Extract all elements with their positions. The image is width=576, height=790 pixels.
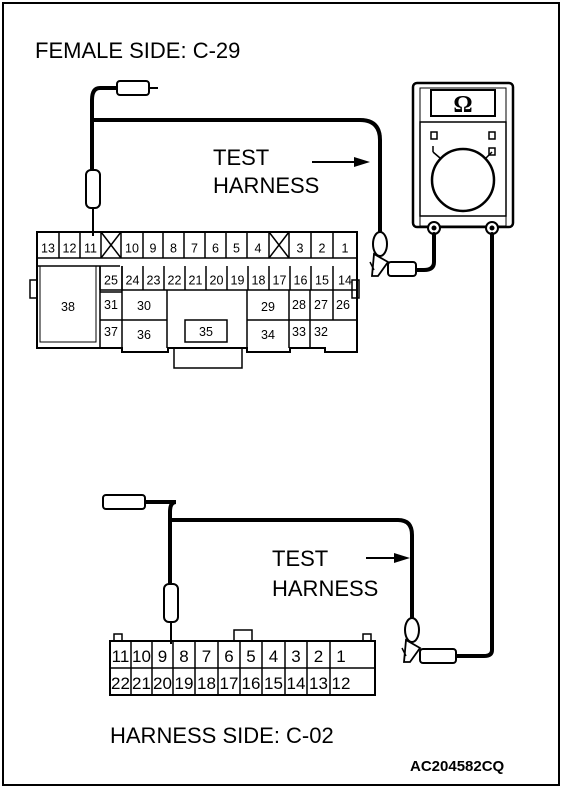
- pin-label: 12: [63, 241, 77, 255]
- pin-label: 14: [338, 274, 352, 288]
- pin-label: 10: [132, 647, 151, 666]
- test-harness-wires: [90, 86, 494, 658]
- pin-label: 8: [179, 647, 188, 666]
- pin-label: 28: [292, 298, 306, 312]
- pin-label: 8: [170, 241, 177, 255]
- pin-label: 21: [132, 674, 151, 693]
- pin-label: 35: [199, 325, 213, 339]
- pin-label: 29: [261, 300, 275, 314]
- pin-label: 36: [137, 328, 151, 342]
- pin-label: 9: [150, 241, 157, 255]
- pin-label: 18: [197, 674, 216, 693]
- figure-frame: [2, 2, 560, 786]
- pin-label: 1: [342, 241, 349, 255]
- pin-label: 7: [191, 241, 198, 255]
- pin-label: 24: [126, 274, 140, 288]
- pin-label: 26: [336, 298, 350, 312]
- pin-label: 4: [269, 647, 278, 666]
- pin-label: 38: [61, 300, 75, 314]
- pin-label: 19: [175, 674, 194, 693]
- test-harness-label-top-2: HARNESS: [213, 173, 319, 198]
- pin-label: 16: [242, 674, 261, 693]
- pin-label: 5: [233, 241, 240, 255]
- alligator-clip-icon: [401, 617, 457, 664]
- ohm-symbol: Ω: [453, 92, 472, 118]
- pin-label: 18: [252, 274, 266, 288]
- pin-label: 10: [125, 241, 139, 255]
- pin-label: 20: [210, 274, 224, 288]
- pin-label: 2: [314, 647, 323, 666]
- pin-label: 21: [189, 274, 203, 288]
- pin-label: 4: [255, 241, 262, 255]
- test-harness-label-top-1: TEST: [213, 145, 269, 170]
- figure-code: AC204582CQ: [410, 758, 505, 775]
- pin-label: 19: [231, 274, 245, 288]
- pin-label: 6: [224, 647, 233, 666]
- top-connector-title: FEMALE SIDE: C-29: [35, 38, 240, 63]
- bottom-connector-title: HARNESS SIDE: C-02: [110, 723, 334, 748]
- pin-label: 17: [273, 274, 287, 288]
- test-lead-tip-icon: [116, 80, 158, 96]
- pin-label: 9: [158, 647, 167, 666]
- pin-label: 11: [84, 241, 97, 255]
- pin-label: 33: [292, 325, 306, 339]
- pin-label: 22: [168, 274, 182, 288]
- pin-label: 12: [332, 674, 351, 693]
- test-harness-label-bottom-1: TEST: [272, 546, 328, 571]
- pin-label: 25: [104, 274, 118, 288]
- probe-pin-icon: [85, 169, 101, 236]
- pin-label: 23: [147, 274, 161, 288]
- pin-label: 3: [297, 241, 304, 255]
- pin-label: 1: [336, 647, 345, 666]
- pin-label: 6: [212, 241, 219, 255]
- pin-label: 32: [314, 325, 328, 339]
- pin-label: 2: [319, 241, 326, 255]
- test-lead-tip-icon: [102, 494, 150, 510]
- pin-label: 5: [246, 647, 255, 666]
- pin-label: 15: [264, 674, 283, 693]
- pin-label: 15: [315, 274, 329, 288]
- pin-label: 13: [41, 241, 55, 255]
- pin-label: 34: [261, 328, 275, 342]
- probe-pin-icon: [163, 583, 179, 644]
- alligator-clip-icon: [369, 231, 417, 277]
- pin-label: 3: [291, 647, 300, 666]
- pin-label: 11: [112, 647, 130, 666]
- pin-label: 14: [287, 674, 306, 693]
- pin-label: 37: [104, 325, 118, 339]
- pin-label: 16: [294, 274, 308, 288]
- connector-c29: [29, 231, 360, 369]
- arrow-icon-bottom: [366, 553, 410, 563]
- pin-label: 31: [104, 298, 118, 312]
- pin-label: 22: [111, 674, 130, 693]
- pin-label: 13: [309, 674, 328, 693]
- pin-label: 30: [137, 299, 151, 313]
- connector-c29-row2: 25 24 23 22 21 20 19 18 17 16 15 14: [99, 266, 352, 290]
- pin-label: 27: [314, 298, 328, 312]
- pin-label: 17: [220, 674, 239, 693]
- test-harness-label-bottom-2: HARNESS: [272, 576, 378, 601]
- pin-label: 7: [202, 647, 211, 666]
- ohmmeter-icon: Ω: [411, 81, 515, 235]
- pin-label: 20: [153, 674, 172, 693]
- arrow-icon-top: [312, 157, 370, 167]
